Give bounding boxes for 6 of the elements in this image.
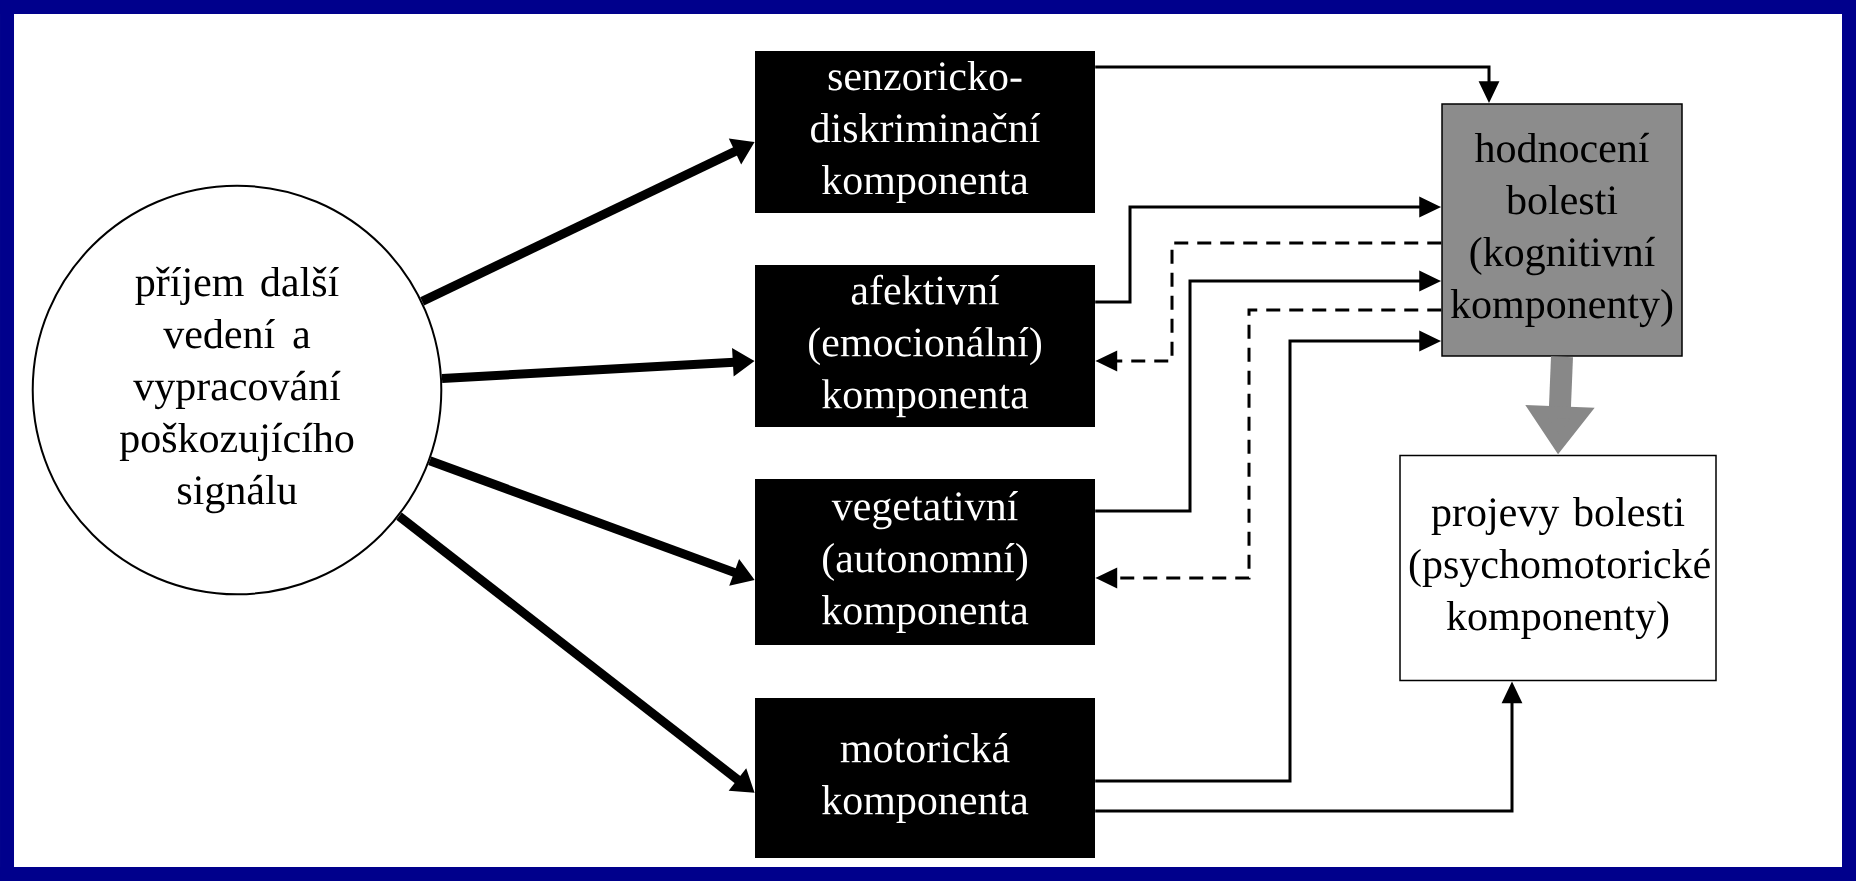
component-box: senzoricko- diskriminační komponenta (755, 51, 1095, 213)
component-box: vegetativní (autonomní) komponenta (755, 479, 1095, 645)
component-box: motorická komponenta (755, 698, 1095, 858)
manifestation-box: projevy bolesti (psychomotorické komponenty) (1399, 454, 1717, 682)
evaluation-box: hodnocení bolesti (kognitivní komponenty) (1441, 103, 1683, 357)
component-box: afektivní (emocionální) komponenta (755, 265, 1095, 427)
